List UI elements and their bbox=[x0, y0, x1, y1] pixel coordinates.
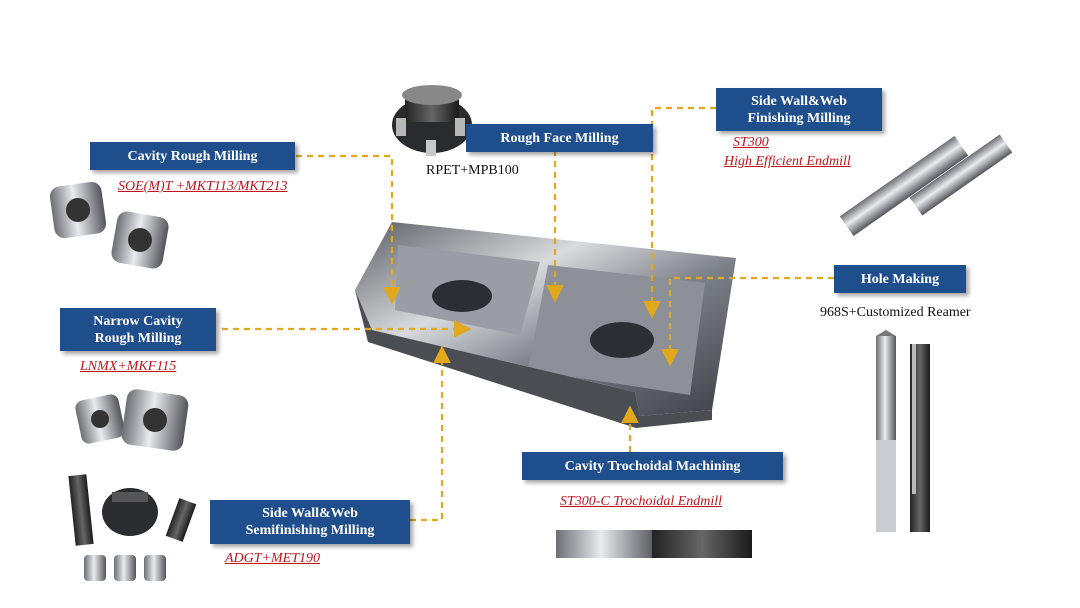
narrow-cavity-label: Narrow Cavity Rough Milling bbox=[60, 308, 216, 351]
tool-narrow: LNMX+MKF115 bbox=[80, 359, 177, 374]
trochoidal-text: Cavity Trochoidal Machining bbox=[564, 458, 741, 474]
endmills-image bbox=[839, 134, 1013, 236]
lnmx-inserts-image bbox=[75, 389, 189, 451]
narrow-line1: Narrow Cavity bbox=[93, 313, 183, 329]
side-semi-label: Side Wall&Web Semifinishing Milling bbox=[210, 500, 410, 544]
rough-face-text: Rough Face Milling bbox=[500, 130, 619, 146]
cavity-rough-text: Cavity Rough Milling bbox=[127, 148, 258, 164]
rough-face-label: Rough Face Milling bbox=[466, 124, 653, 152]
side-finish-label: Side Wall&Web Finishing Milling bbox=[716, 88, 882, 131]
trochoidal-label: Cavity Trochoidal Machining bbox=[522, 452, 783, 480]
tool-cavity-rough: SOE(M)T +MKT113/MKT213 bbox=[118, 179, 288, 194]
side-semi-line2: Semifinishing Milling bbox=[245, 523, 375, 538]
side-semi-line1: Side Wall&Web bbox=[262, 506, 358, 521]
face-mill-image bbox=[392, 85, 472, 156]
narrow-line2: Rough Milling bbox=[94, 330, 182, 346]
side-finish-line1: Side Wall&Web bbox=[751, 93, 847, 109]
connector-arrows bbox=[222, 106, 834, 522]
semifinish-tools-image bbox=[68, 474, 197, 581]
soe-inserts-image bbox=[49, 181, 169, 269]
hole-making-label: Hole Making bbox=[834, 265, 966, 293]
drill-reamer-image bbox=[876, 330, 930, 532]
tool-side-finish-a: ST300 bbox=[733, 135, 769, 150]
tool-side-finish-b: High Efficient Endmill bbox=[724, 154, 851, 169]
workpiece-image bbox=[355, 222, 736, 428]
trochoidal-endmill-image bbox=[556, 530, 752, 558]
cavity-rough-label: Cavity Rough Milling bbox=[90, 142, 295, 170]
hole-making-text: Hole Making bbox=[860, 271, 940, 287]
tool-rough-face: RPET+MPB100 bbox=[426, 163, 519, 178]
tool-trochoidal: ST300-C Trochoidal Endmill bbox=[560, 494, 723, 509]
tool-side-semi: ADGT+MET190 bbox=[225, 551, 321, 566]
side-finish-line2: Finishing Milling bbox=[747, 110, 851, 126]
tool-hole-making: 968S+Customized Reamer bbox=[820, 305, 971, 320]
